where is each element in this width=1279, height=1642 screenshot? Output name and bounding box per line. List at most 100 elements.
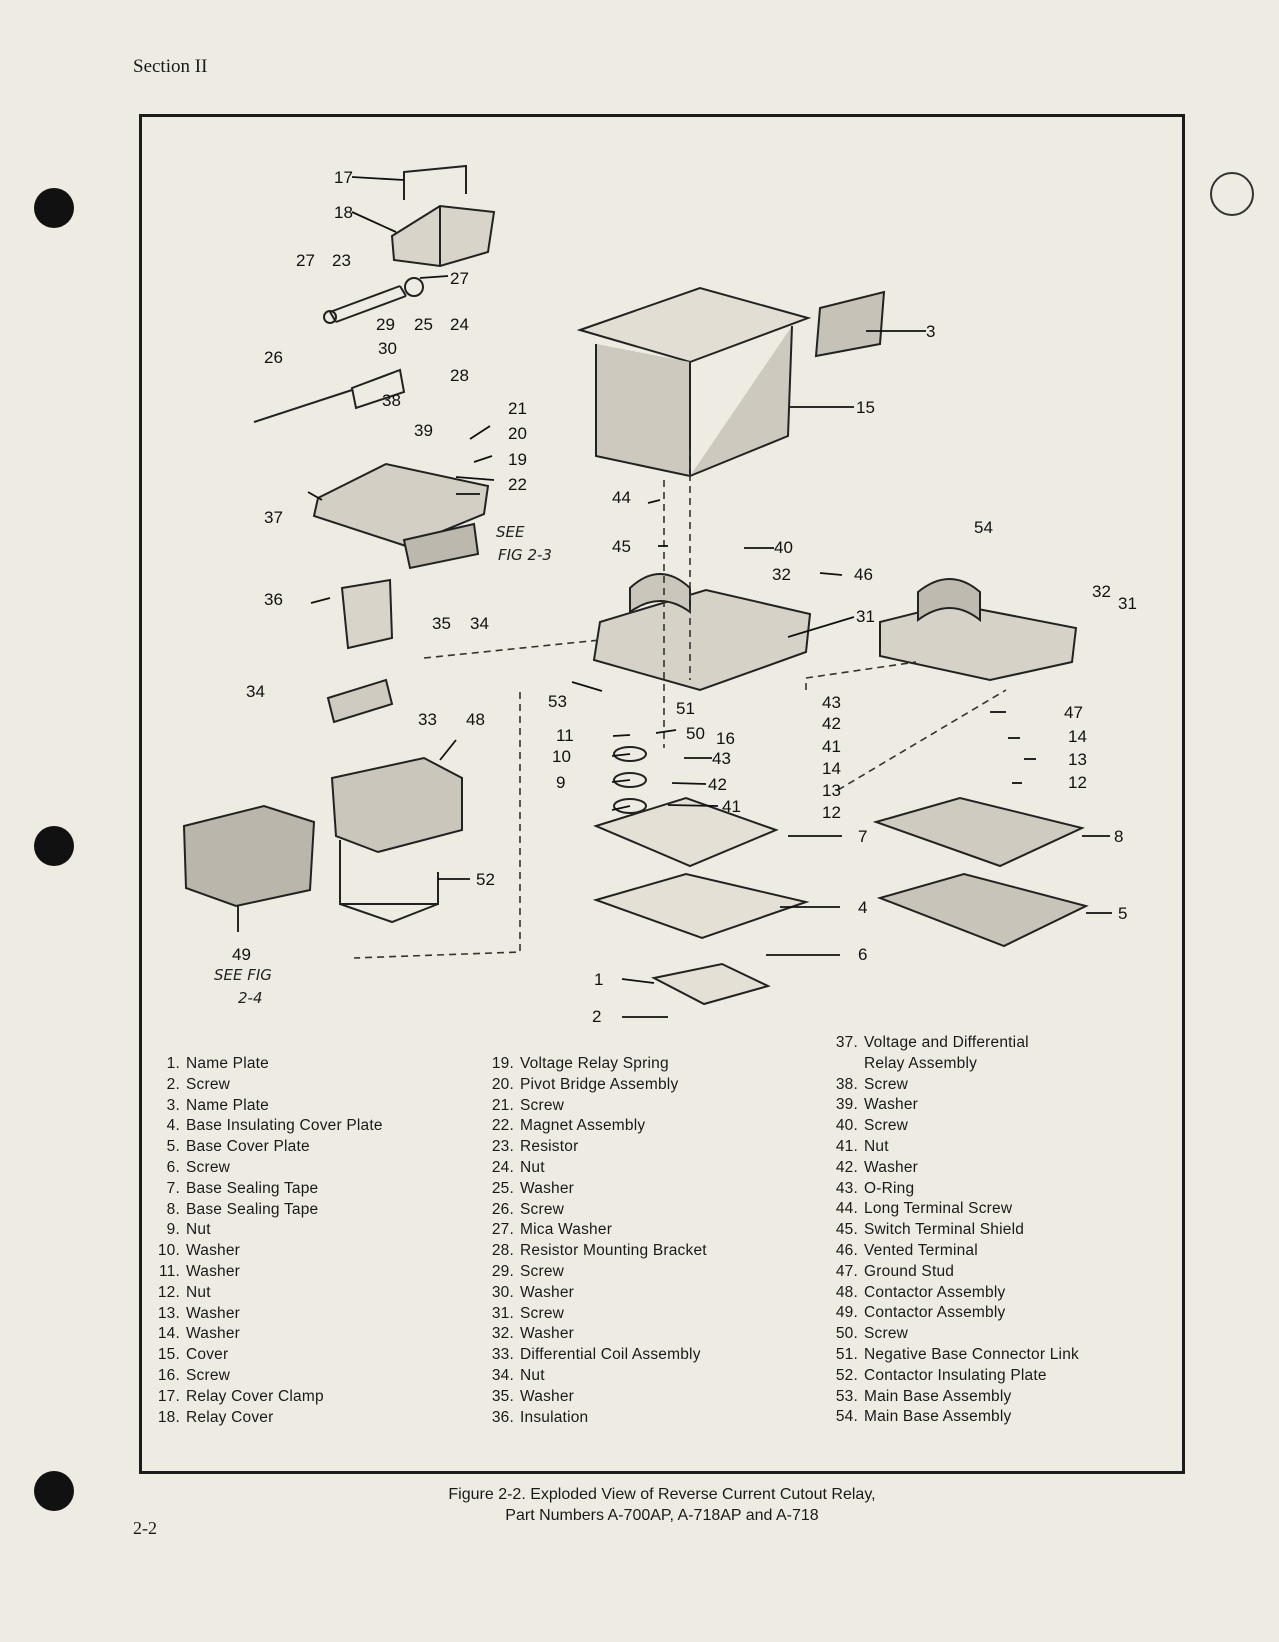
legend-item: 36.Insulation [484, 1408, 707, 1429]
relay-cover-shape [390, 204, 496, 268]
legend-item-number: 40. [835, 1117, 858, 1135]
callout-37: 37 [264, 508, 283, 527]
callout-41-right: 41 [822, 737, 841, 756]
resistor-mounting-bracket-shape [350, 368, 406, 410]
legend-item-name: Voltage Relay Spring [520, 1055, 669, 1072]
callout-12-left: 12 [822, 803, 841, 822]
nut-9-shape [613, 798, 647, 814]
base-sealing-tape-7-shape [593, 796, 779, 868]
legend-item-number: 11. [159, 1262, 180, 1280]
legend-item-number: 38. [835, 1075, 858, 1093]
legend-item-name: Washer [520, 1283, 575, 1301]
binder-hole-top-left [34, 188, 74, 228]
callout-49: 49 [232, 945, 251, 964]
callout-51: 51 [676, 699, 695, 718]
legend-item-name: Washer [186, 1262, 241, 1280]
figure-caption-line-2: Part Numbers A-700AP, A-718AP and A-718 [505, 1507, 819, 1524]
washer-10-shape [613, 772, 647, 788]
legend-item: 52.Contactor Insulating Plate [828, 1366, 1079, 1387]
cover-top-shape [576, 286, 812, 364]
legend-item-number: 32. [491, 1325, 514, 1343]
legend-item-name: Switch Terminal Shield [864, 1221, 1025, 1239]
legend-item-number: 17. [157, 1387, 180, 1405]
callout-1: 1 [594, 970, 603, 989]
name-plate-1-shape [651, 962, 771, 1006]
callout-21: 21 [508, 399, 527, 418]
binder-hole-bottom-left [34, 1471, 74, 1511]
callout-14-right: 14 [1068, 727, 1087, 746]
callout-39: 39 [414, 421, 433, 440]
legend-item: 29.Screw [484, 1262, 707, 1283]
legend-item: 17.Relay Cover Clamp [150, 1387, 383, 1408]
legend-item-number: 35. [491, 1387, 514, 1405]
callout-36: 36 [264, 590, 283, 609]
legend-item-number: 48. [835, 1283, 858, 1301]
legend-item-number: 50. [835, 1325, 858, 1343]
callout-11: 11 [556, 726, 574, 745]
legend-item-name: Washer [864, 1158, 919, 1176]
callout-10: 10 [552, 747, 571, 766]
cover-shape [595, 325, 793, 478]
note-see-fig-2-4-line2: 2-4 [238, 989, 263, 1007]
callout-6: 6 [858, 945, 867, 964]
insulation-shape [340, 578, 394, 650]
legend-item: 14. Washer [150, 1324, 383, 1345]
legend-item-number: 21. [491, 1096, 514, 1114]
legend-item-number: 31. [491, 1304, 514, 1322]
legend-item-number: 14. [157, 1325, 180, 1343]
callout-45: 45 [612, 537, 631, 556]
legend-item-name: Nut [186, 1221, 211, 1239]
callout-12-right: 12 [1068, 773, 1087, 792]
callout-19: 19 [508, 450, 527, 469]
legend-item-number: 20. [491, 1075, 514, 1093]
legend-item-number: 10. [157, 1242, 180, 1260]
legend-item-name: Screw [520, 1262, 565, 1280]
legend-item-name: Main Base Assembly [864, 1387, 1012, 1405]
legend-item: 47.Ground Stud [828, 1262, 1079, 1283]
legend-item-number: 7. [166, 1179, 180, 1197]
legend-item-number: 45. [835, 1221, 858, 1239]
legend-item-name: Base Sealing Tape [186, 1200, 319, 1218]
relay-cover-clamp-shape [403, 164, 467, 200]
callout-43-left: 43 [712, 749, 731, 768]
legend-item: 21. Screw [484, 1096, 707, 1117]
legend-item: 30.Washer [484, 1283, 707, 1304]
mica-washer-right-shape [404, 277, 424, 297]
callout-15: 15 [856, 398, 875, 417]
legend-item: 54.Main Base Assembly [828, 1407, 1079, 1428]
legend-item: 32.Washer [484, 1324, 707, 1345]
legend-item-name: Screw [864, 1117, 909, 1135]
legend-item-number: 37. [835, 1034, 858, 1051]
assembly-line-34 [423, 639, 601, 659]
callout-18: 18 [334, 203, 353, 222]
legend-item-name: Nut [864, 1137, 889, 1155]
callout-22: 22 [508, 475, 527, 494]
legend-item: 43.O-Ring [828, 1179, 1079, 1200]
legend-item: 31.Screw [484, 1304, 707, 1325]
legend-item-name: Mica Washer [520, 1221, 613, 1239]
callout-46: 46 [854, 565, 873, 584]
legend-item-name: Name Plate [186, 1055, 269, 1072]
legend-item: 49.Contactor Assembly [828, 1303, 1079, 1324]
legend-item-name: Washer [186, 1242, 241, 1260]
legend-item-number: 53. [835, 1387, 858, 1405]
legend-item: 51.Negative Base Connector Link [828, 1345, 1079, 1366]
legend-item-number: 41. [835, 1137, 858, 1155]
callout-40: 40 [774, 538, 793, 557]
callout-35: 35 [432, 614, 451, 633]
figure-frame [139, 114, 1185, 1474]
washer-11-shape [613, 746, 647, 762]
legend-item: 26.Screw [484, 1200, 707, 1221]
callout-17: 17 [334, 168, 353, 187]
legend-item-name: Screw [520, 1096, 565, 1114]
legend-item-name: Screw [520, 1200, 565, 1218]
legend-item-name: Insulation [520, 1408, 589, 1426]
legend-item-name: Washer [864, 1096, 919, 1114]
legend-item: 15.Cover [150, 1345, 383, 1366]
legend-item-number: 23. [491, 1138, 514, 1156]
callout-20: 20 [508, 424, 527, 443]
legend-item-name: Washer [186, 1325, 241, 1343]
